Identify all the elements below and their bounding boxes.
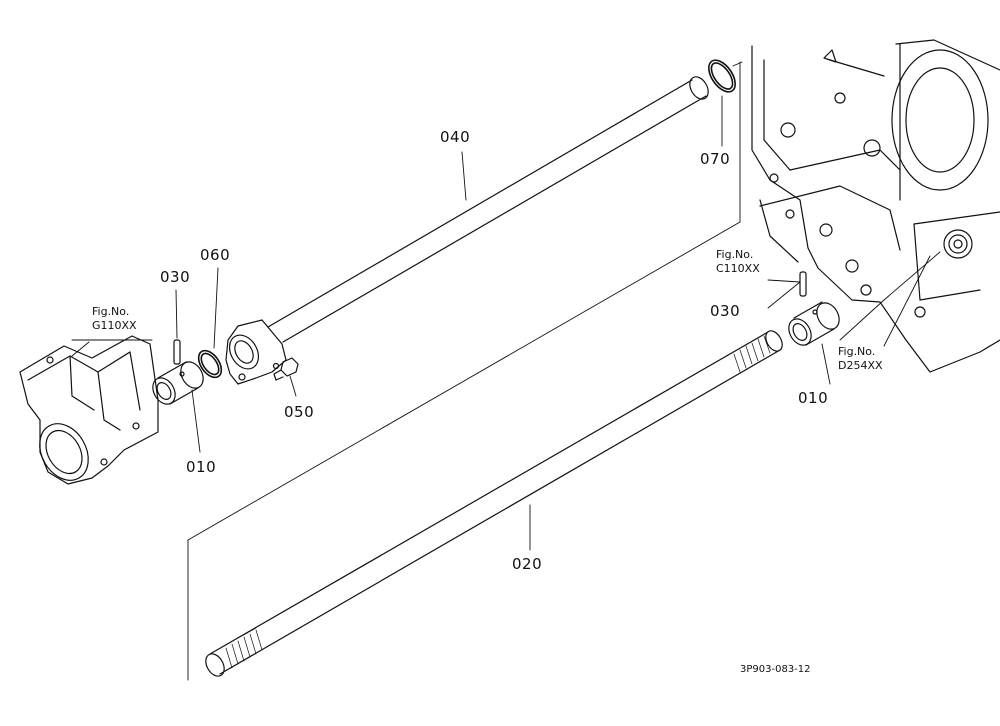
coupling-010-left — [152, 361, 204, 405]
figure-reference-number: G110XX — [92, 319, 137, 332]
transmission-housing — [751, 39, 1000, 373]
bracket-assembly-g110 — [19, 335, 159, 485]
coupling-010-right — [788, 301, 840, 346]
bolt-050 — [273, 357, 299, 381]
figure-reference-c110[interactable]: Fig.No. C110XX — [716, 248, 760, 276]
figure-reference-number: D254XX — [838, 359, 883, 372]
reference-frame-lines — [187, 61, 743, 681]
shaft-020 — [205, 330, 783, 677]
part-label-010-left: 010 — [186, 458, 217, 476]
figure-reference-caption: Fig.No. — [838, 345, 876, 358]
o-ring-070 — [708, 59, 736, 93]
part-label-060: 060 — [200, 246, 231, 264]
o-ring-060 — [197, 349, 223, 379]
part-label-030-right: 030 — [710, 302, 741, 320]
figure-reference-number: C110XX — [716, 262, 760, 275]
drawing-code: 3P903-083-12 — [740, 664, 811, 675]
tube-040 — [225, 76, 709, 385]
part-label-020: 020 — [512, 555, 543, 573]
part-label-030-left: 030 — [160, 268, 191, 286]
part-label-010-right: 010 — [798, 389, 829, 407]
figure-reference-caption: Fig.No. — [92, 305, 130, 318]
pin-030-right — [799, 271, 807, 297]
pin-030-left — [173, 339, 181, 365]
figure-reference-g110[interactable]: Fig.No. G110XX — [92, 305, 137, 333]
part-label-070: 070 — [700, 150, 731, 168]
figure-reference-d254[interactable]: Fig.No. D254XX — [838, 345, 883, 373]
part-label-050: 050 — [284, 403, 315, 421]
figure-reference-caption: Fig.No. — [716, 248, 754, 261]
leader-lines — [71, 95, 941, 551]
part-label-040: 040 — [440, 128, 471, 146]
